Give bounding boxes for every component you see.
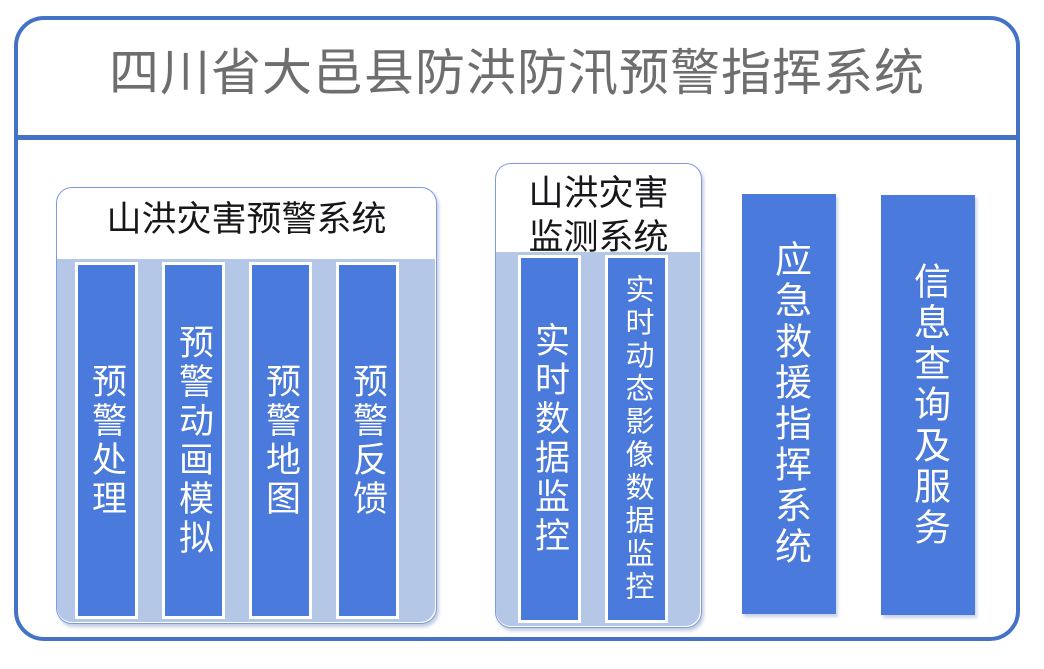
module-item-warning-feedback[interactable]: 预警反馈 — [336, 262, 399, 619]
module-item-warning-animation-simulation[interactable]: 预警动画模拟 — [162, 262, 225, 619]
module-title-line-1: 山洪灾害 — [528, 174, 669, 213]
header-divider — [18, 135, 1016, 140]
standalone-bar-label: 应急救援指挥系统 — [768, 240, 810, 568]
module-item-realtime-dynamic-image-data-monitoring[interactable]: 实时动态影像数据监控 — [605, 255, 668, 623]
module-title-monitor-system: 山洪灾害 监测系统 — [496, 172, 701, 260]
module-item-label: 预警地图 — [261, 362, 300, 519]
standalone-bar-emergency-command[interactable]: 应急救援指挥系统 — [742, 194, 836, 614]
module-item-label: 预警处理 — [87, 362, 126, 519]
module-title-warning-system: 山洪灾害预警系统 — [106, 200, 387, 239]
module-item-label: 实时数据监控 — [530, 322, 569, 556]
module-card-warning-system[interactable]: 山洪灾害预警系统 预警处理 预警动画模拟 预警地图 预警反馈 — [56, 187, 437, 624]
module-item-label: 实时动态影像数据监控 — [621, 274, 653, 604]
module-item-label: 预警动画模拟 — [174, 323, 213, 558]
standalone-bar-label: 信息查询及服务 — [907, 261, 949, 549]
module-item-realtime-data-monitoring[interactable]: 实时数据监控 — [518, 255, 581, 623]
module-item-warning-map[interactable]: 预警地图 — [249, 262, 312, 619]
module-item-label: 预警反馈 — [348, 362, 387, 519]
module-item-warning-handling[interactable]: 预警处理 — [75, 262, 138, 619]
application-frame: 四川省大邑县防洪防汛预警指挥系统 山洪灾害预警系统 预警处理 预警动画模拟 预警… — [14, 16, 1020, 641]
page-title: 四川省大邑县防洪防汛预警指挥系统 — [109, 45, 925, 101]
module-card-monitor-system[interactable]: 山洪灾害 监测系统 实时数据监控 实时动态影像数据监控 — [495, 163, 702, 628]
standalone-bar-info-service[interactable]: 信息查询及服务 — [881, 195, 975, 615]
